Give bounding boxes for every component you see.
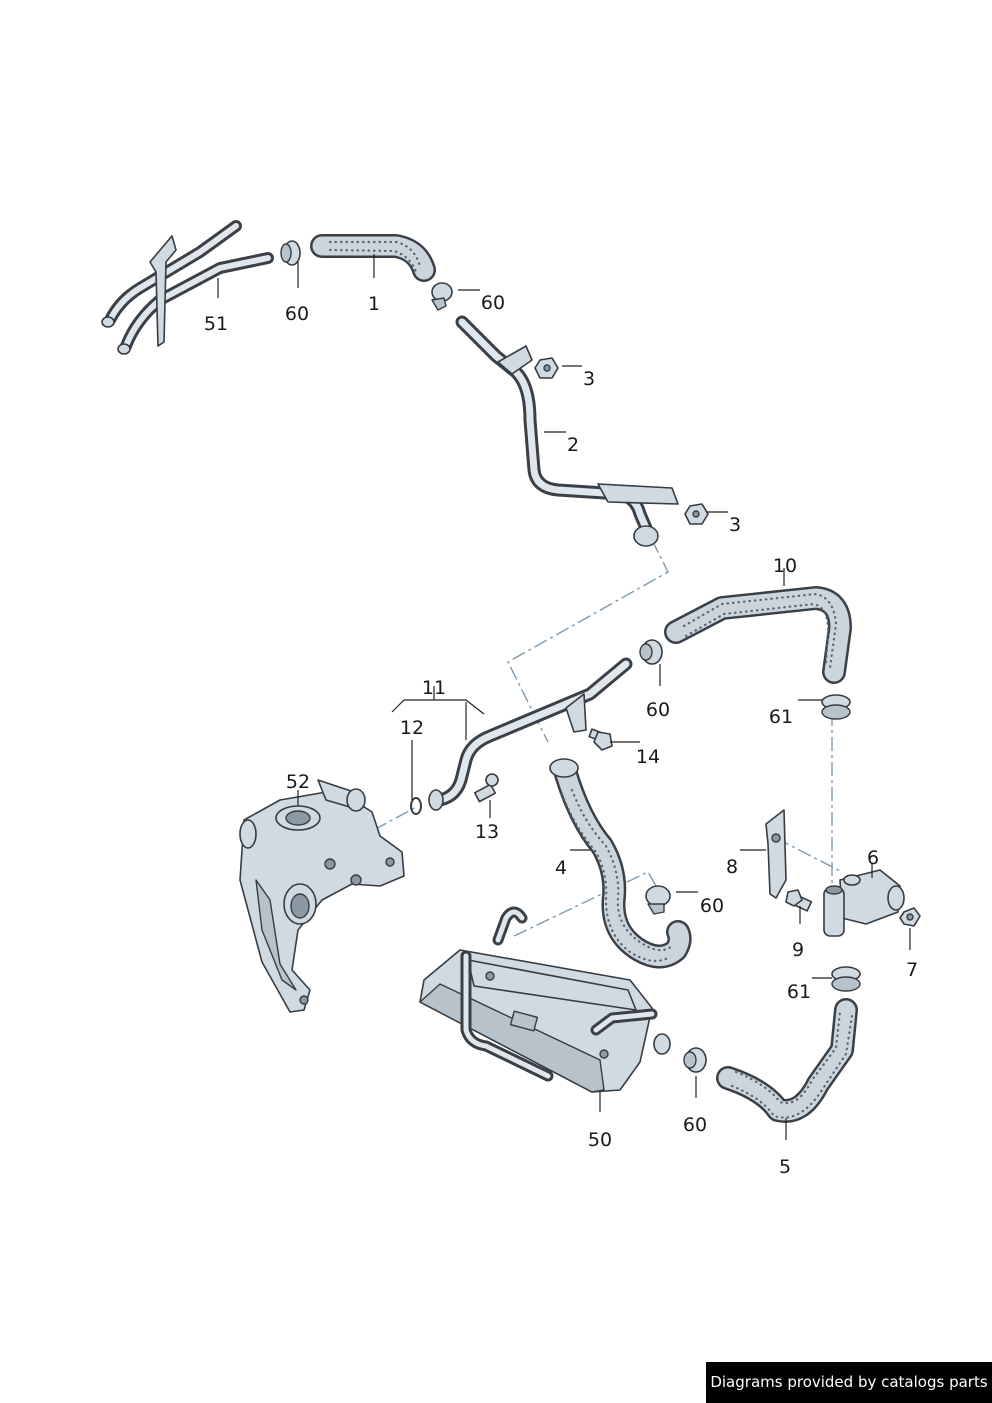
callout-labels: 1 51 60 60 3 2 3 10 11 60 61 12 14 52 13… bbox=[204, 292, 918, 1178]
part-51-pipe-assembly bbox=[101, 220, 274, 355]
part-3-nut-upper bbox=[534, 357, 559, 379]
callout-9[interactable]: 9 bbox=[792, 939, 804, 961]
part-5-hose bbox=[716, 998, 858, 1123]
callout-60-bottom[interactable]: 60 bbox=[683, 1114, 707, 1136]
callout-13[interactable]: 13 bbox=[475, 821, 499, 843]
callout-50[interactable]: 50 bbox=[588, 1129, 612, 1151]
callout-51[interactable]: 51 bbox=[204, 313, 228, 335]
clamp-60-middle bbox=[639, 639, 663, 665]
part-8-bracket bbox=[765, 809, 787, 899]
part-13-bolt bbox=[473, 773, 499, 803]
callout-2[interactable]: 2 bbox=[567, 434, 579, 456]
clamp-60-bottom bbox=[683, 1047, 707, 1073]
part-7-nut bbox=[899, 907, 921, 927]
callout-14[interactable]: 14 bbox=[636, 746, 660, 768]
part-3-nut-lower bbox=[684, 503, 709, 525]
clamp-61-lower bbox=[831, 966, 861, 992]
part-1-hose bbox=[310, 234, 436, 282]
part-50-oil-cooler bbox=[419, 906, 671, 1093]
callout-3-upper[interactable]: 3 bbox=[583, 368, 595, 390]
callout-12[interactable]: 12 bbox=[400, 717, 424, 739]
part-10-hose bbox=[664, 586, 852, 684]
callout-60-top[interactable]: 60 bbox=[481, 292, 505, 314]
callout-8[interactable]: 8 bbox=[726, 856, 738, 878]
callout-11[interactable]: 11 bbox=[422, 677, 446, 699]
callout-60-middle[interactable]: 60 bbox=[646, 699, 670, 721]
part-9-bolt bbox=[785, 889, 813, 912]
callout-60-lower-middle[interactable]: 60 bbox=[700, 895, 724, 917]
footer-credit: Diagrams provided by catalogs parts bbox=[706, 1362, 992, 1403]
part-6-valve bbox=[823, 869, 905, 937]
callout-1[interactable]: 1 bbox=[368, 293, 380, 315]
part-52-housing bbox=[239, 779, 405, 1013]
part-11-metal-pipe bbox=[428, 657, 633, 811]
part-12-o-ring bbox=[410, 797, 422, 815]
callout-5[interactable]: 5 bbox=[779, 1156, 791, 1178]
leader-lines bbox=[217, 254, 911, 1140]
clamp-60-top bbox=[431, 282, 453, 311]
callout-10[interactable]: 10 bbox=[773, 555, 797, 577]
callout-61-lower[interactable]: 61 bbox=[787, 981, 811, 1003]
callout-61-upper[interactable]: 61 bbox=[769, 706, 793, 728]
clamp-60-lower-middle bbox=[645, 885, 671, 915]
callout-3-lower[interactable]: 3 bbox=[729, 514, 741, 536]
callout-4[interactable]: 4 bbox=[555, 857, 567, 879]
clamp-60-top-left bbox=[280, 240, 301, 266]
part-4-hose bbox=[549, 758, 692, 969]
clamp-61-upper bbox=[821, 694, 851, 720]
callout-7[interactable]: 7 bbox=[906, 959, 918, 981]
callout-6[interactable]: 6 bbox=[867, 847, 879, 869]
part-2-metal-pipe bbox=[455, 315, 679, 547]
part-14-bolt bbox=[588, 728, 613, 751]
callout-52[interactable]: 52 bbox=[286, 771, 310, 793]
callout-60-top-left[interactable]: 60 bbox=[285, 303, 309, 325]
